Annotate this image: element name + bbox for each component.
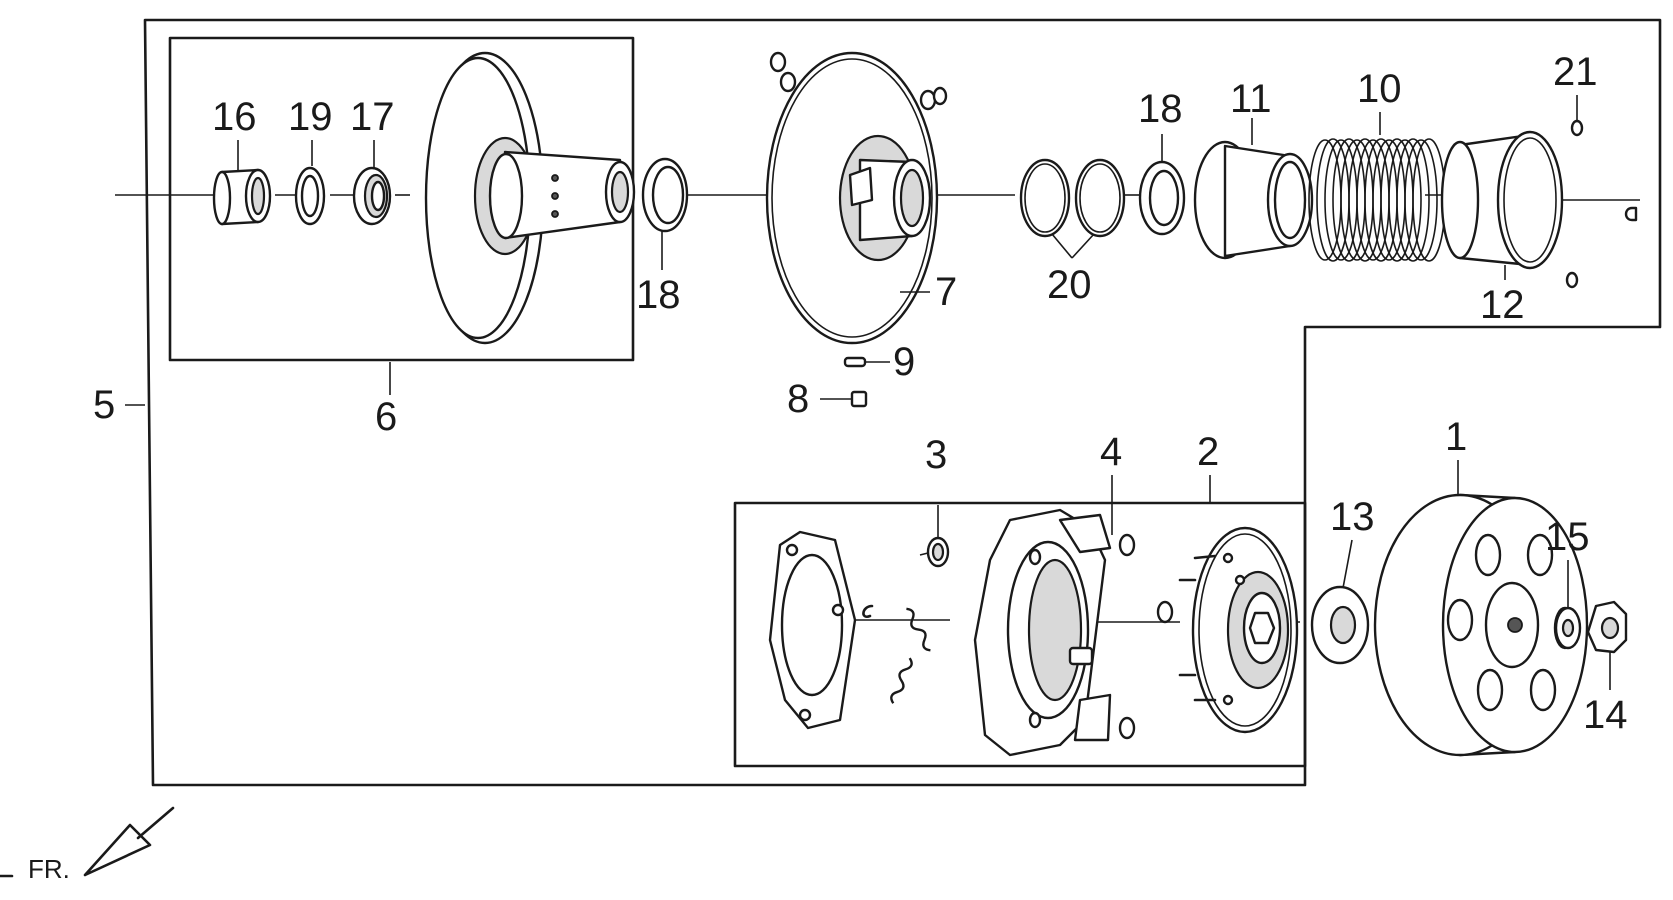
callout-5: 5 bbox=[93, 383, 115, 427]
ball-bearing-17 bbox=[352, 166, 392, 226]
callout-21: 21 bbox=[1553, 50, 1598, 94]
spring-10 bbox=[1308, 138, 1446, 262]
callout-1: 1 bbox=[1445, 415, 1467, 459]
oil-seal-18-left bbox=[641, 157, 689, 233]
callout-12: 12 bbox=[1480, 283, 1525, 327]
callout-2: 2 bbox=[1197, 430, 1219, 474]
callout-16: 16 bbox=[212, 95, 257, 139]
callout-13: 13 bbox=[1330, 495, 1375, 539]
spring-coil bbox=[1388, 139, 1422, 261]
callout-11: 11 bbox=[1230, 77, 1272, 121]
callout-3: 3 bbox=[925, 433, 947, 477]
oil-seal-18-right bbox=[1138, 160, 1186, 236]
needle-bearing-16 bbox=[212, 168, 272, 226]
clutch-spring-lower bbox=[890, 657, 913, 704]
nut-14 bbox=[1586, 600, 1628, 654]
callout-20: 19 bbox=[288, 95, 333, 139]
washer-15 bbox=[1554, 606, 1582, 650]
nut-4 bbox=[1118, 533, 1174, 740]
clip-21 bbox=[1624, 206, 1638, 222]
clutch-spring-upper bbox=[862, 604, 931, 652]
clutch-shoes bbox=[973, 508, 1112, 757]
fixed-driven-face-6 bbox=[424, 51, 636, 345]
callout-9: 9 bbox=[893, 340, 915, 384]
clutch-outer-1 bbox=[1373, 493, 1589, 757]
callout-18-left: 18 bbox=[636, 273, 681, 317]
washer-13 bbox=[1310, 585, 1370, 665]
movable-driven-face-7 bbox=[765, 51, 948, 345]
spring-coil bbox=[1404, 139, 1438, 261]
front-direction-marker: FR. bbox=[0, 806, 175, 884]
callout-6: 6 bbox=[375, 395, 397, 439]
callout-19: 20 bbox=[1047, 263, 1092, 307]
collar-11 bbox=[1193, 140, 1314, 260]
leader-lines bbox=[125, 95, 1611, 690]
front-direction-label: FR. bbox=[28, 854, 70, 884]
clutch-plate bbox=[768, 530, 857, 730]
callout-15: 15 bbox=[1545, 515, 1590, 559]
spring-coil bbox=[1396, 138, 1430, 262]
callout-17: 17 bbox=[350, 95, 395, 139]
o-rings-19 bbox=[1019, 158, 1126, 238]
callout-18-right: 18 bbox=[1138, 87, 1183, 131]
guide-pin-9 bbox=[843, 356, 867, 368]
callout-7: 7 bbox=[935, 270, 957, 314]
callout-14: 14 bbox=[1583, 693, 1628, 737]
callout-labels: 16 19 17 18 7 9 8 6 5 20 18 11 10 21 12 … bbox=[93, 50, 1628, 737]
callout-8: 8 bbox=[787, 377, 809, 421]
callout-4: 4 bbox=[1100, 430, 1122, 474]
ring-20 bbox=[294, 166, 326, 226]
assembly-5-outline bbox=[143, 18, 1662, 787]
callout-10: 10 bbox=[1357, 67, 1402, 111]
front-arrow-icon bbox=[83, 806, 175, 877]
spring-seat-12 bbox=[1440, 119, 1584, 289]
guide-roller-8 bbox=[850, 390, 868, 408]
drive-plate-2 bbox=[1178, 526, 1299, 734]
screw-3 bbox=[919, 536, 950, 568]
assembly-2-box bbox=[733, 501, 1307, 768]
